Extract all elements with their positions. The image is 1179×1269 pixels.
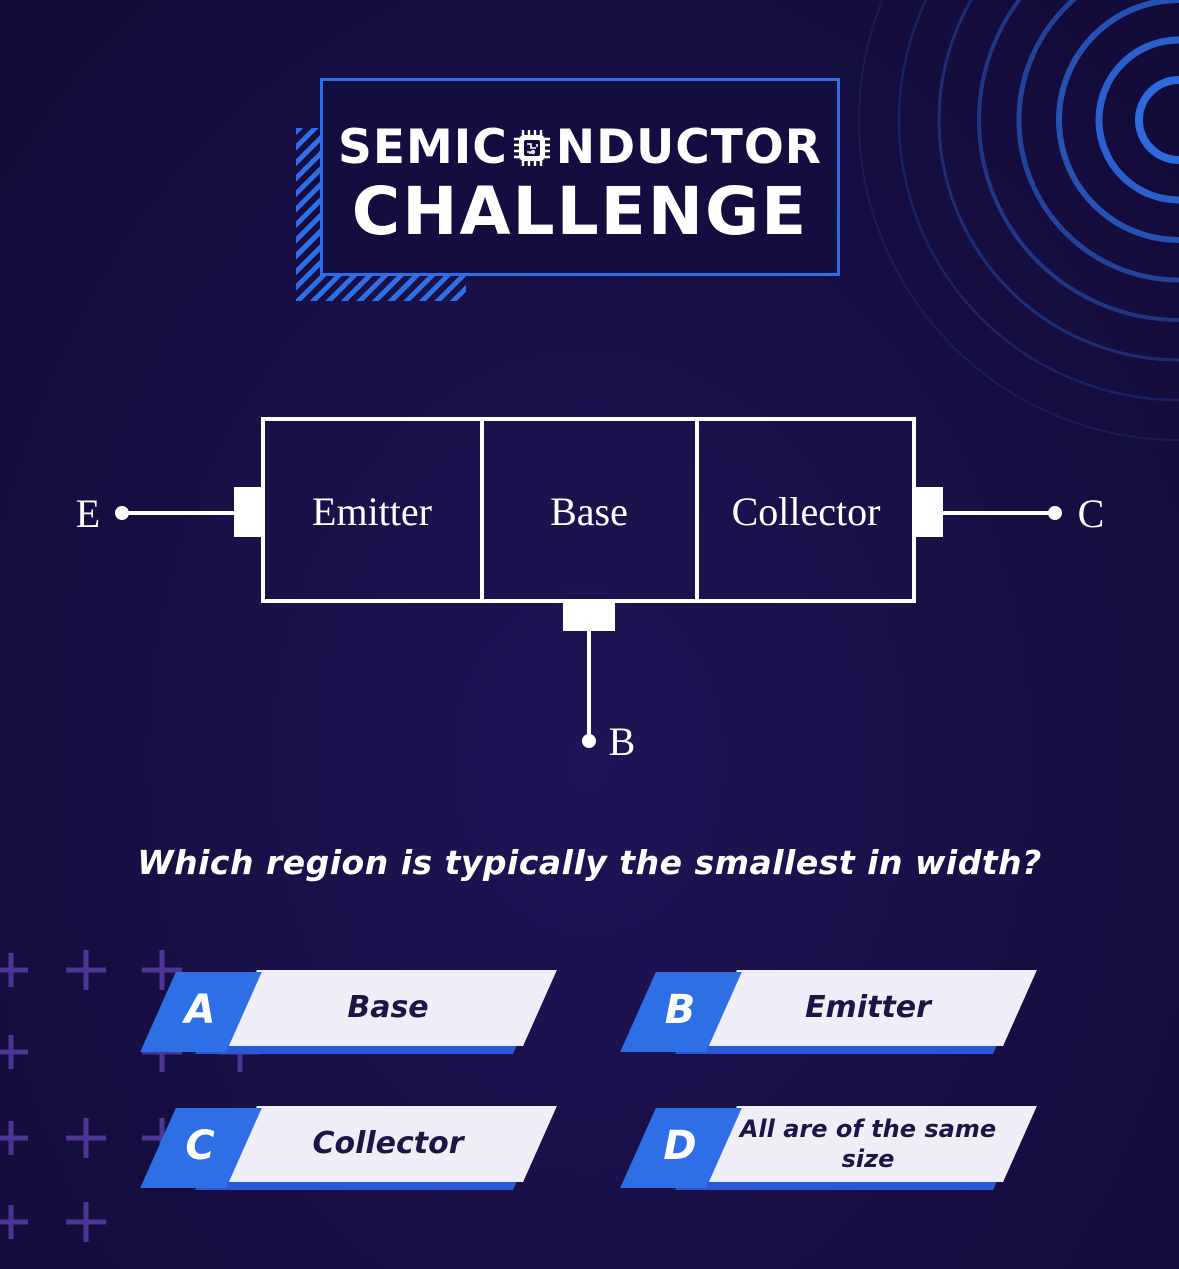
option-d-text: All are of the same size (739, 1115, 997, 1173)
collector-contact (912, 487, 943, 537)
title-line-1-end: NDUCTOR (555, 120, 822, 175)
base-region-label: Base (550, 489, 628, 534)
base-terminal-dot (582, 734, 596, 748)
emitter-region-label: Emitter (312, 489, 432, 534)
microchip-icon (513, 129, 550, 166)
question-text: Which region is typically the smallest i… (137, 843, 1042, 882)
concentric-arcs-decoration (858, 0, 1179, 441)
collector-terminal-label: C (1077, 491, 1105, 536)
emitter-contact (234, 487, 265, 537)
transistor-diagram (0, 0, 1179, 800)
title-badge: SEMIC NDUCTOR CHALLENGE (320, 78, 840, 276)
title-line-1-start: SEMIC (338, 120, 508, 175)
option-a-letter: A (184, 987, 216, 1033)
base-terminal-label: B (608, 719, 636, 764)
option-d-button[interactable]: D All are of the same size (620, 1106, 1040, 1190)
collector-region-label: Collector (731, 489, 881, 534)
option-c-text: Collector (312, 1126, 464, 1161)
title-line-1: SEMIC NDUCTOR (323, 117, 837, 175)
option-a-button[interactable]: A Base (140, 970, 560, 1054)
collector-terminal-dot (1048, 506, 1062, 520)
option-b-text: Emitter (805, 990, 931, 1025)
title-line-2: CHALLENGE (351, 173, 809, 250)
base-contact (563, 599, 615, 631)
option-c-button[interactable]: C Collector (140, 1106, 560, 1190)
option-b-button[interactable]: B Emitter (620, 970, 1040, 1054)
option-c-letter: C (185, 1123, 215, 1169)
emitter-terminal-label: E (75, 491, 101, 536)
emitter-terminal-dot (115, 506, 129, 520)
option-b-letter: B (664, 987, 696, 1033)
option-d-letter: D (663, 1123, 697, 1169)
option-a-text: Base (347, 990, 429, 1025)
